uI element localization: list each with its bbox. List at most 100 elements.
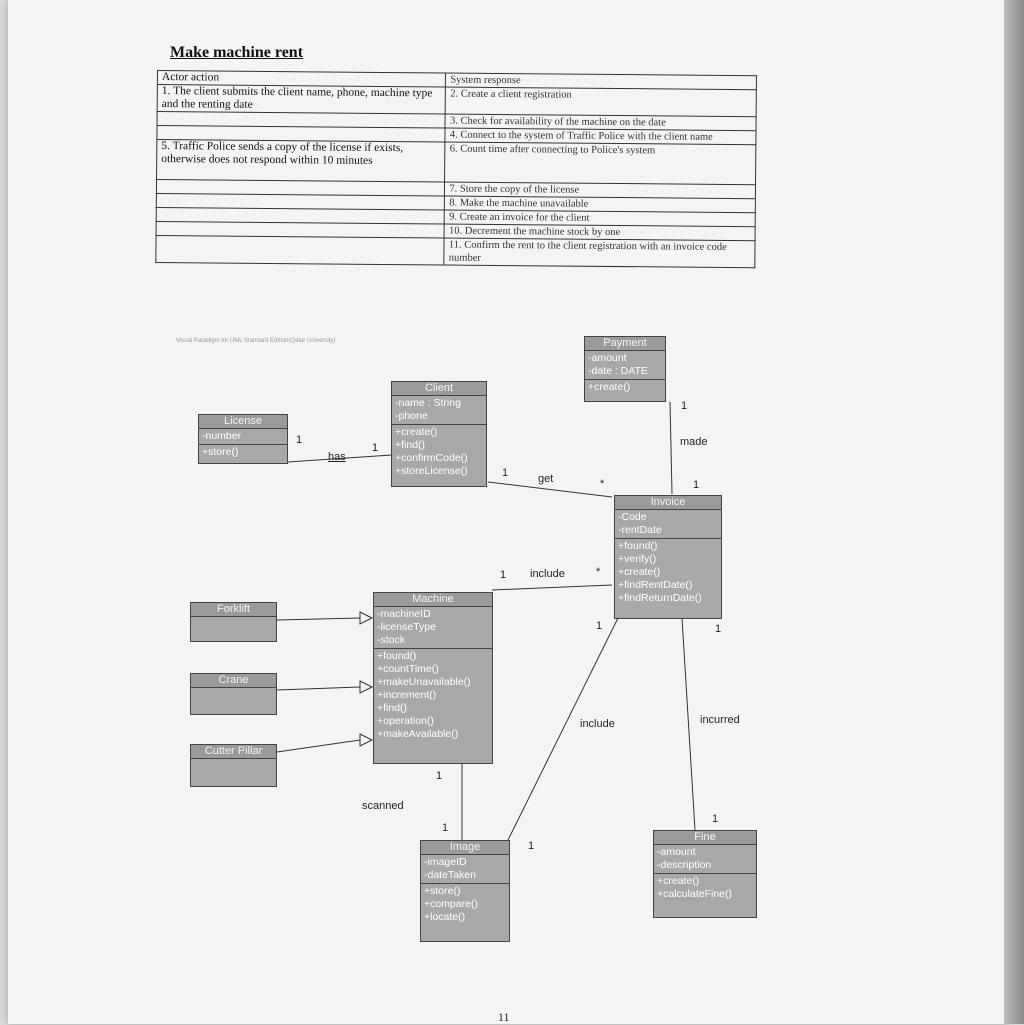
operation: +findRentDate() xyxy=(618,579,693,591)
invoice-multiplicity-get: * xyxy=(600,478,605,490)
class-operations: +store() +compare() +locate() xyxy=(421,884,509,925)
license-client-line xyxy=(287,454,393,463)
association-label-has: has xyxy=(328,451,346,463)
forklift-class: Forklift xyxy=(190,602,277,642)
crane-class: Crane xyxy=(190,673,277,715)
client-multiplicity-has: 1 xyxy=(372,442,379,454)
class-name: License xyxy=(199,415,287,429)
class-attributes: -imageID -dateTaken xyxy=(421,855,509,884)
operation: +find() xyxy=(377,702,408,714)
attribute: -date : DATE xyxy=(588,365,648,377)
operation: +store() xyxy=(202,446,239,458)
class-attributes: -Code -rentDate xyxy=(615,510,721,539)
class-name: Cutter Pillar xyxy=(191,745,276,759)
class-operations: +found() +verify() +create() +findRentDa… xyxy=(615,539,721,606)
payment-invoice-line xyxy=(669,401,673,495)
generalization-arrow-cutter xyxy=(359,733,374,747)
license-multiplicity: 1 xyxy=(296,434,303,446)
class-name: Image xyxy=(421,841,509,855)
class-operations: +store() xyxy=(199,445,287,460)
client-class: Client -name : String -phone +create() +… xyxy=(391,381,487,487)
operation: +find() xyxy=(395,439,426,451)
operation: +makeUnavailable() xyxy=(377,676,471,688)
association-label-get: get xyxy=(538,473,554,485)
class-name: Crane xyxy=(191,674,276,688)
association-label-scanned: scanned xyxy=(362,800,404,812)
license-class: License -number +store() xyxy=(198,414,288,464)
fine-multiplicity: 1 xyxy=(712,813,719,825)
machine-invoice-line xyxy=(491,584,613,591)
attribute: -amount xyxy=(588,352,627,364)
operation: +increment() xyxy=(377,689,437,701)
machine-multiplicity-include: 1 xyxy=(500,569,507,581)
invoice-multiplicity-made: 1 xyxy=(693,479,700,491)
association-label-include-machine: include xyxy=(530,568,565,580)
crane-machine-line xyxy=(276,686,361,691)
class-attributes: -amount -description xyxy=(654,845,756,874)
association-label-incurred: incurred xyxy=(700,714,740,726)
invoice-class: Invoice -Code -rentDate +found() +verify… xyxy=(614,495,722,619)
class-name: Machine xyxy=(374,593,492,607)
diagram-watermark: Visual Paradigm for UML Standard Edition… xyxy=(176,338,336,344)
class-name: Fine xyxy=(654,831,756,845)
machine-multiplicity-scanned: 1 xyxy=(436,770,443,782)
class-attributes: -amount -date : DATE xyxy=(585,351,665,380)
class-operations: +create() xyxy=(585,380,665,395)
attribute: -Code xyxy=(618,511,647,523)
attribute: -rentDate xyxy=(618,524,662,536)
attribute: -dateTaken xyxy=(424,869,476,881)
payment-multiplicity: 1 xyxy=(681,400,688,412)
operation: +operation() xyxy=(377,715,434,727)
attribute: -imageID xyxy=(424,856,467,868)
invoice-fine-line xyxy=(681,617,696,831)
attribute: -number xyxy=(202,430,242,442)
operation: +countTime() xyxy=(377,663,439,675)
operation: +storeLicense() xyxy=(395,465,468,477)
class-name: Payment xyxy=(585,337,665,351)
class-name: Client xyxy=(392,382,486,396)
cutter-pillar-class: Cutter Pillar xyxy=(190,744,277,787)
operation: +calculateFine() xyxy=(657,888,732,900)
operation: +create() xyxy=(395,426,438,438)
association-label-include-image: include xyxy=(580,718,615,730)
page-edge-shadow xyxy=(1004,0,1024,1024)
operation: +verify() xyxy=(618,553,657,565)
image-class: Image -imageID -dateTaken +store() +comp… xyxy=(420,840,510,942)
attribute: -licenseType xyxy=(377,621,436,633)
class-attributes: -machineID -licenseType -stock xyxy=(374,607,492,649)
class-operations: +create() +find() +confirmCode() +storeL… xyxy=(392,425,486,479)
attribute: -machineID xyxy=(377,608,431,620)
operation: +create() xyxy=(657,875,700,887)
page-number: 11 xyxy=(498,1010,510,1024)
fine-class: Fine -amount -description +create() +cal… xyxy=(653,830,757,918)
image-multiplicity-include: 1 xyxy=(528,840,535,852)
attribute: -description xyxy=(657,859,712,871)
operation: +makeAvailable() xyxy=(377,728,459,740)
cutter-machine-line xyxy=(276,739,361,753)
class-name: Forklift xyxy=(191,603,276,617)
class-attributes: -number xyxy=(199,429,287,445)
operation: +store() xyxy=(424,885,461,897)
generalization-arrow-crane xyxy=(359,680,374,694)
class-operations: +found() +countTime() +makeUnavailable()… xyxy=(374,649,492,742)
client-multiplicity-get: 1 xyxy=(502,467,509,479)
operation: +create() xyxy=(588,381,631,393)
client-invoice-line xyxy=(487,481,613,498)
operation: +findReturnDate() xyxy=(618,592,702,604)
invoice-multiplicity-include: * xyxy=(596,566,601,578)
operation: +compare() xyxy=(424,898,478,910)
association-label-made: made xyxy=(680,436,708,448)
operation: +confirmCode() xyxy=(395,452,468,464)
operation: +found() xyxy=(618,540,658,552)
attribute: -amount xyxy=(657,846,696,858)
attribute: -name : String xyxy=(395,397,461,409)
forklift-machine-line xyxy=(276,617,361,621)
invoice-image-line xyxy=(507,617,619,841)
class-attributes: -name : String -phone xyxy=(392,396,486,425)
payment-class: Payment -amount -date : DATE +create() xyxy=(584,336,666,402)
class-name: Invoice xyxy=(615,496,721,510)
invoice-multiplicity-fine: 1 xyxy=(715,623,722,635)
image-multiplicity-scanned: 1 xyxy=(442,822,449,834)
generalization-arrow-forklift xyxy=(359,611,374,625)
